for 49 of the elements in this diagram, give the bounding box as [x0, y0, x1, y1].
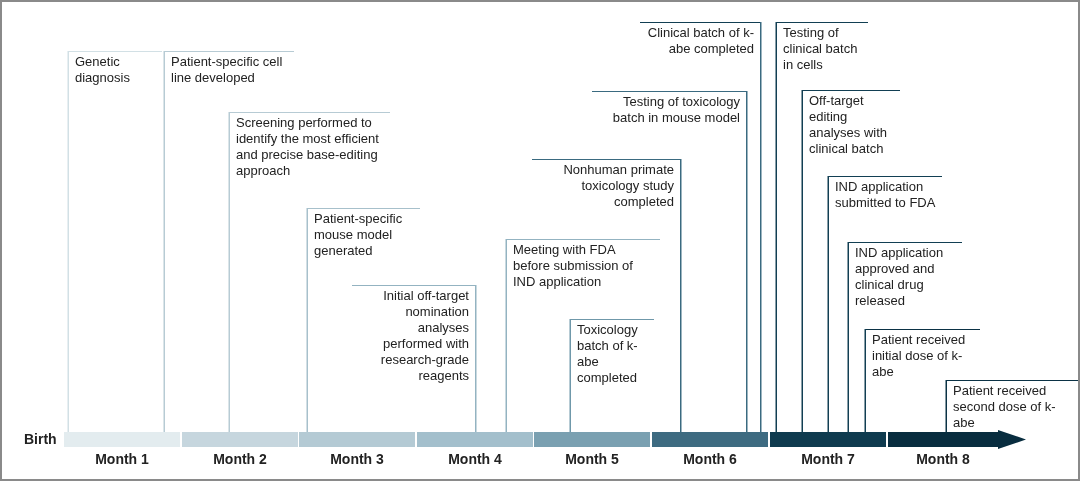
bracket-line: [827, 175, 829, 433]
month-label: Month 7: [801, 451, 855, 467]
bracket-line: [801, 89, 803, 433]
event-text: Patient-specific cell line developed: [171, 54, 284, 86]
month-label: Month 8: [916, 451, 970, 467]
bracket-line: [569, 318, 571, 433]
month-label: Month 5: [565, 451, 619, 467]
event-text: Initial off-target nomination analyses performed with research-grade reagents: [379, 288, 469, 384]
bracket-line: [680, 158, 682, 433]
event-bracket: [352, 285, 475, 384]
month-label: Month 2: [213, 451, 267, 467]
bracket-line: [746, 90, 748, 433]
event-bracket: [640, 22, 760, 57]
event-text: Off-target editing analyses with clinical batch: [809, 93, 889, 157]
event-text: IND application submitted to FDA: [835, 179, 936, 211]
bracket-line: [505, 238, 507, 433]
bracket-line: [760, 21, 762, 433]
bracket-line: [163, 50, 165, 433]
bracket-line: [67, 50, 69, 433]
month-label: Month 4: [448, 451, 502, 467]
event-text: Testing of clinical batch in cells: [783, 25, 859, 73]
event-text: Patient received initial dose of k-abe: [872, 332, 967, 380]
bracket-line: [306, 207, 308, 433]
event-text: Patient received second dose of k-abe: [953, 383, 1057, 431]
month-label: Month 6: [683, 451, 737, 467]
bracket-line: [864, 328, 866, 433]
bracket-line: [775, 21, 777, 433]
timeline-start-label: Birth: [24, 431, 57, 447]
event-text: Testing of toxicology batch in mouse model: [611, 94, 740, 126]
event-bracket: [571, 319, 654, 386]
event-bracket: [165, 51, 294, 86]
event-text: Clinical batch of k-abe completed: [646, 25, 754, 57]
event-text: Meeting with FDA before submission of IND application: [513, 242, 634, 290]
month-label: Month 1: [95, 451, 149, 467]
event-text: Screening performed to identify the most efficient and precise base-editing approach: [236, 115, 380, 179]
event-text: IND application approved and clinical drug released: [855, 245, 945, 309]
event-text: Patient-specific mouse model generated: [314, 211, 404, 259]
event-bracket: [308, 208, 420, 259]
event-text: Genetic diagnosis: [75, 54, 131, 86]
bracket-line: [847, 241, 849, 433]
bracket-line: [228, 111, 230, 433]
event-bracket: [69, 51, 162, 86]
month-label: Month 3: [330, 451, 384, 467]
bracket-line: [945, 379, 947, 433]
event-text: Toxicology batch of k-abe completed: [577, 322, 639, 386]
event-text: Nonhuman primate toxicology study completed: [562, 162, 674, 210]
event-bracket: [507, 239, 660, 290]
event-bracket: [532, 159, 680, 210]
bracket-line: [475, 284, 477, 433]
